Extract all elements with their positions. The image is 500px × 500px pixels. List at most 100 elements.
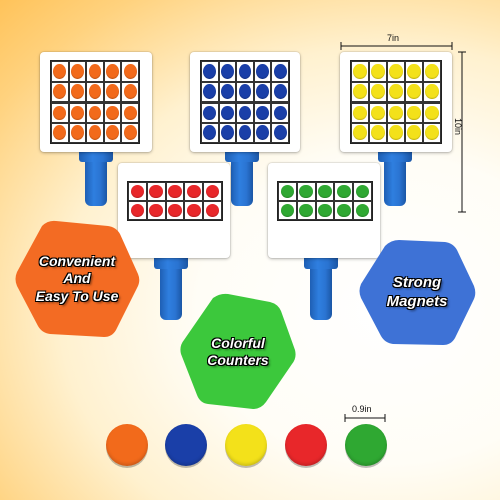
counter-dot (186, 184, 201, 199)
counter-dot (273, 63, 287, 79)
counter-dot (353, 125, 367, 141)
frame-cell (334, 201, 354, 220)
counter-dot (130, 203, 145, 218)
counter-dot (221, 125, 234, 141)
frame-cell (271, 61, 289, 82)
frame-cell (218, 81, 237, 102)
paddle-board (118, 163, 230, 258)
frame-cell (405, 61, 423, 82)
counter-dot (53, 63, 67, 79)
frame-cell (203, 201, 222, 220)
counter-dot (371, 105, 385, 120)
counter-dot (318, 184, 332, 199)
badge-text: Colorful Counters (207, 335, 268, 370)
frame-cell (405, 81, 423, 102)
counter-dot (273, 125, 287, 141)
counter-dot (336, 184, 351, 199)
counter-dot (123, 125, 137, 141)
counter-dot (123, 63, 137, 79)
frame-cell (103, 81, 122, 102)
badge-line: Convenient (38, 252, 116, 269)
frame-cell (278, 182, 297, 201)
counter-dot (203, 105, 217, 120)
counter-dot (425, 63, 439, 79)
ten-frame (350, 60, 442, 144)
badge-fill (180, 293, 296, 409)
frame-cell (103, 61, 122, 82)
counter-dot (318, 203, 332, 218)
counter-dot (336, 203, 351, 218)
frame-cell (271, 81, 289, 102)
counter-dot (88, 125, 102, 141)
counter-dot (205, 184, 220, 199)
frame-cell (218, 61, 237, 82)
frame-cell (369, 102, 387, 123)
frame-cell (387, 122, 405, 143)
counter-dot (149, 184, 164, 199)
frame-cell (278, 201, 297, 220)
counter-dot (425, 105, 439, 120)
counter-blue (165, 424, 207, 466)
counter-dot (280, 203, 295, 218)
frame-cell (387, 102, 405, 123)
height-dimension-label: 10in (453, 118, 463, 136)
counter-size-label: 0.9in (352, 404, 372, 414)
counter-dot (71, 125, 84, 141)
badge-line: Easy To Use (35, 287, 119, 304)
counter-dot (123, 105, 137, 120)
frame-cell (369, 122, 387, 143)
frame-cell (353, 182, 372, 201)
frame-cell (423, 61, 441, 82)
frame-cell (236, 81, 254, 102)
frame-cell (351, 102, 369, 123)
frame-cell (351, 81, 369, 102)
frame-cell (86, 61, 104, 82)
counter-dot (71, 84, 84, 100)
frame-cell (68, 122, 87, 143)
frame-cell (86, 102, 104, 123)
badge-fill (359, 240, 476, 345)
counter-dot (221, 63, 234, 79)
frame-cell (146, 182, 166, 201)
counter-dot (88, 84, 102, 100)
paddle-handle (154, 255, 188, 320)
counter-dot (425, 84, 439, 100)
frame-cell (146, 201, 166, 220)
counter-dot (205, 203, 220, 218)
frame-cell (121, 122, 139, 143)
counter-dot (71, 105, 84, 120)
badge-text: Convenient And Easy To Use (36, 253, 119, 306)
counter-dot (71, 63, 84, 79)
frame-cell (121, 61, 139, 82)
frame-cell (51, 61, 69, 82)
badge-counters: Colorful Counters (178, 292, 298, 412)
counter-dot (371, 125, 385, 141)
frame-cell (405, 122, 423, 143)
frame-cell (128, 201, 147, 220)
counter-dot (53, 84, 67, 100)
counter-dot (273, 84, 287, 100)
badge-line: Magnets (386, 293, 448, 310)
frame-cell (86, 122, 104, 143)
counter-dot (407, 125, 421, 141)
counter-dot (221, 105, 234, 120)
frame-cell (253, 61, 272, 82)
frame-cell (423, 81, 441, 102)
counter-dot (238, 63, 252, 79)
counter-dot (355, 203, 370, 218)
frame-cell (296, 201, 316, 220)
frame-cell (184, 182, 204, 201)
counter-dot (149, 203, 164, 218)
frame-cell (184, 201, 204, 220)
frame-cell (423, 122, 441, 143)
counter-dot (53, 105, 67, 120)
ten-frame (127, 181, 223, 221)
counter-dot (280, 184, 295, 199)
frame-cell (128, 182, 147, 201)
counter-yellow (225, 424, 267, 466)
frame-cell (201, 61, 219, 82)
counter-dot (256, 125, 269, 141)
frame-cell (253, 122, 272, 143)
hexagon-shape (15, 220, 140, 337)
frame-cell (103, 102, 122, 123)
